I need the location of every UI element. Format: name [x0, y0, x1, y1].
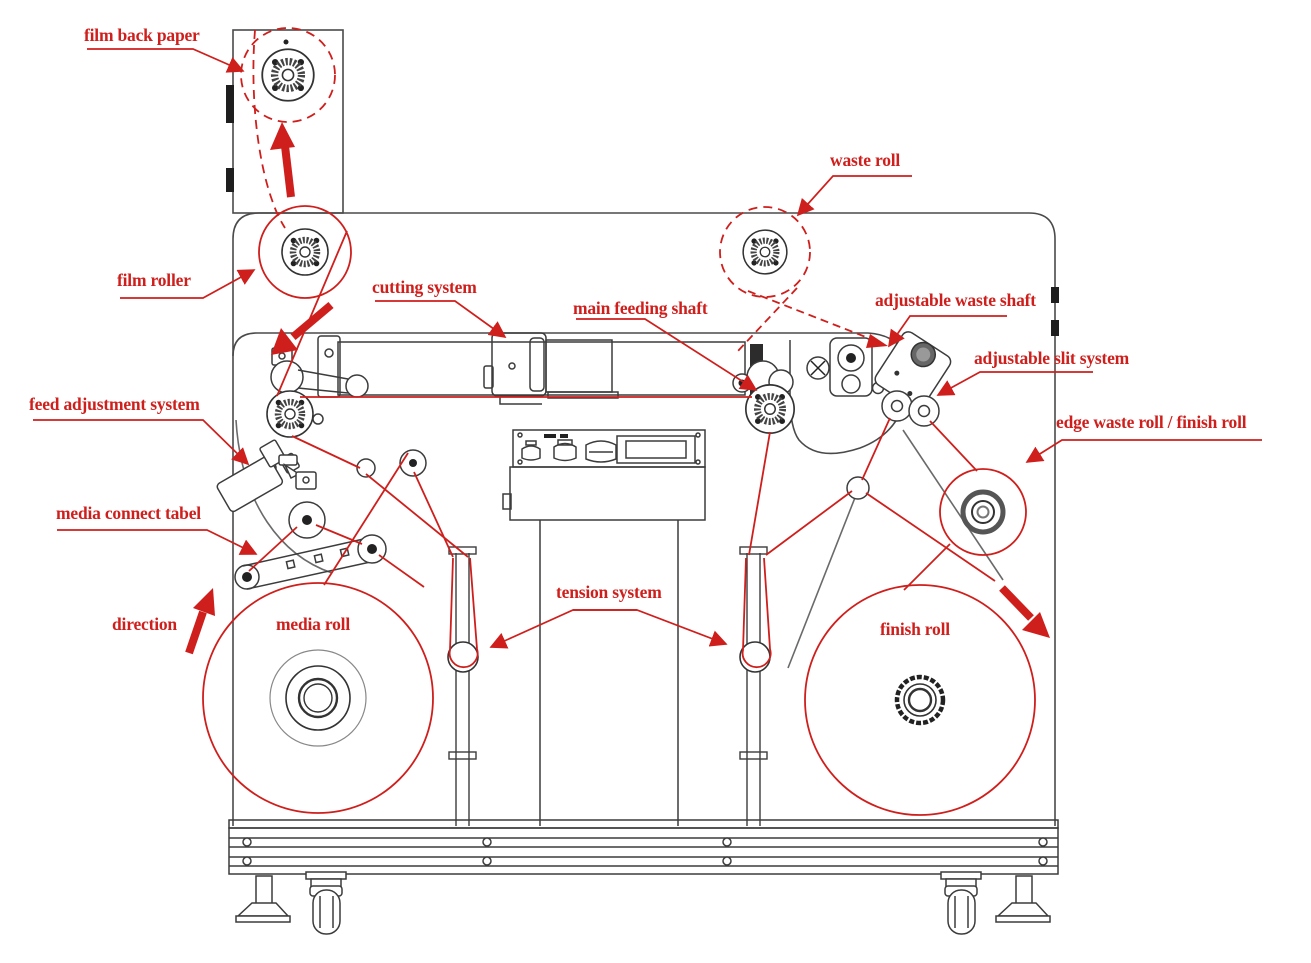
- film-up-arrow: [270, 122, 295, 198]
- finish-roll-circle: [804, 584, 1036, 816]
- adjustable-waste-shaft-assembly[interactable]: [806, 337, 885, 397]
- label-finish-roll: finish roll: [880, 619, 950, 639]
- label-leaders: [33, 48, 1262, 649]
- film-roller-roll: [258, 205, 352, 299]
- label-cutting-system: cutting system: [372, 277, 477, 297]
- label-film-back-paper: film back paper: [84, 25, 200, 45]
- tension-rails: [448, 546, 768, 826]
- main-feeding-shaft-hub[interactable]: [746, 385, 794, 433]
- edge-waste-roll-hub: [960, 489, 1006, 535]
- flow-arrows: [185, 122, 1050, 655]
- base-frame: [228, 819, 1059, 875]
- film-down-arrow: [271, 301, 334, 355]
- caster-wheel-left: [305, 871, 347, 935]
- label-feed-adjustment-system: feed adjustment system: [29, 394, 200, 414]
- red-web-path: [202, 27, 1036, 816]
- output-arrow: [999, 585, 1050, 638]
- waste-roll: [719, 206, 811, 298]
- label-film-roller: film roller: [117, 270, 191, 290]
- direction-arrow: [185, 588, 215, 655]
- waste-roll-hub[interactable]: [743, 230, 787, 274]
- film-back-paper-roll: [240, 27, 336, 123]
- media-connect-table: [234, 501, 387, 590]
- label-media-connect-tabel: media connect tabel: [56, 503, 201, 523]
- knob[interactable]: [521, 439, 617, 463]
- adjust-knob[interactable]: [278, 454, 317, 490]
- leveling-foot-left: [235, 875, 291, 923]
- film-back-paper-hub[interactable]: [262, 49, 314, 101]
- label-main-feeding-shaft: main feeding shaft: [573, 298, 708, 318]
- display-screen: [616, 435, 696, 464]
- pedestal: [502, 466, 706, 826]
- film-roller-hub[interactable]: [282, 229, 328, 275]
- label-edge-waste-finish-roll: edge waste roll / finish roll: [1056, 412, 1247, 432]
- finish-roll-hub: [894, 674, 946, 726]
- cutting-carriage: [483, 332, 619, 405]
- label-adjustable-slit-system: adjustable slit system: [974, 348, 1130, 368]
- label-direction: direction: [112, 614, 177, 634]
- edge-waste-roll-circle: [939, 468, 1027, 556]
- caster-wheel-right: [940, 871, 982, 935]
- media-roll-hub: [269, 649, 367, 747]
- control-panel[interactable]: [512, 429, 706, 468]
- media-roll-circle: [202, 582, 434, 814]
- label-adjustable-waste-shaft: adjustable waste shaft: [875, 290, 1036, 310]
- label-tension-system: tension system: [556, 582, 662, 602]
- label-media-roll: media roll: [276, 614, 350, 634]
- label-waste-roll: waste roll: [830, 150, 901, 170]
- leveling-foot-right: [995, 875, 1051, 923]
- adjustable-slit-assembly[interactable]: [873, 329, 954, 427]
